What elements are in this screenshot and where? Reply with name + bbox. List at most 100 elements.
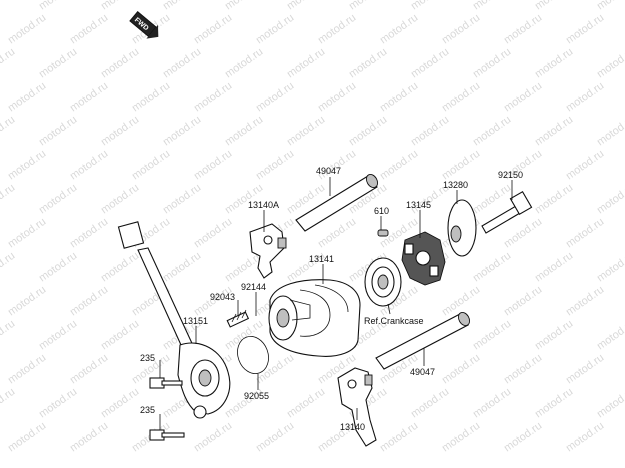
watermark-text: motod.ru: [68, 284, 110, 319]
watermark-text: motod.ru: [378, 420, 420, 455]
label-92150: 92150: [498, 170, 523, 180]
watermark-text: motod.ru: [502, 12, 544, 47]
shift-fork-13140a[interactable]: [249, 223, 287, 279]
label-92043: 92043: [210, 292, 235, 302]
shift-cam[interactable]: [401, 231, 446, 286]
shift-rod-top[interactable]: [295, 172, 380, 232]
plate-13280[interactable]: [447, 199, 477, 257]
watermark-text: motod.ru: [285, 114, 327, 149]
label-13141: 13141: [309, 254, 334, 264]
shift-fork-13140[interactable]: [337, 367, 377, 447]
watermark-text: motod.ru: [99, 114, 141, 149]
watermark-text: motod.ru: [192, 216, 234, 251]
watermark-text: motod.ru: [409, 0, 451, 12]
spring-pin[interactable]: [226, 309, 250, 328]
watermark-text: motod.ru: [223, 46, 265, 81]
watermark-text: motod.ru: [37, 318, 79, 353]
watermark-text: motod.ru: [37, 46, 79, 81]
watermark-text: motod.ru: [37, 0, 79, 12]
o-ring[interactable]: [232, 332, 273, 378]
watermark-text: motod.ru: [161, 182, 203, 217]
watermark-text: motod.ru: [533, 250, 575, 285]
watermark-text: motod.ru: [99, 250, 141, 285]
label-49047-top: 49047: [316, 166, 341, 176]
watermark-text: motod.ru: [0, 318, 17, 353]
watermark-text: motod.ru: [316, 80, 358, 115]
watermark-text: motod.ru: [595, 46, 625, 81]
bolt-235-a[interactable]: [149, 377, 183, 389]
watermark-text: motod.ru: [378, 12, 420, 47]
watermark-text: motod.ru: [285, 0, 327, 12]
watermark-text: motod.ru: [37, 114, 79, 149]
watermark-text: motod.ru: [99, 0, 141, 12]
watermark-text: motod.ru: [440, 148, 482, 183]
watermark-text: motod.ru: [0, 250, 17, 285]
watermark-text: motod.ru: [378, 80, 420, 115]
watermark-text: motod.ru: [99, 46, 141, 81]
watermark-text: motod.ru: [595, 0, 625, 12]
watermark-text: motod.ru: [409, 114, 451, 149]
watermark-text: motod.ru: [533, 182, 575, 217]
watermark-text: motod.ru: [99, 386, 141, 421]
watermark-text: motod.ru: [223, 114, 265, 149]
bolt-235-b[interactable]: [149, 429, 185, 441]
watermark-text: motod.ru: [254, 12, 296, 47]
bearing[interactable]: [364, 257, 402, 307]
label-235-b: 235: [140, 405, 155, 415]
watermark-text: motod.ru: [595, 182, 625, 217]
watermark-text: motod.ru: [285, 386, 327, 421]
bolt-92150[interactable]: [481, 190, 533, 234]
watermark-text: motod.ru: [502, 284, 544, 319]
watermark-text: motod.ru: [37, 182, 79, 217]
shift-shaft-assembly[interactable]: [117, 221, 231, 419]
watermark-text: motod.ru: [37, 250, 79, 285]
watermark-text: motod.ru: [347, 114, 389, 149]
watermark-text: motod.ru: [347, 0, 389, 12]
watermark-text: motod.ru: [471, 114, 513, 149]
watermark-text: motod.ru: [440, 80, 482, 115]
watermark-text: motod.ru: [595, 114, 625, 149]
label-49047-bottom: 49047: [410, 367, 435, 377]
label-ref-crankcase: Ref.Crankcase: [364, 316, 424, 326]
watermark-text: motod.ru: [161, 250, 203, 285]
watermark-text: motod.ru: [68, 352, 110, 387]
watermark-text: motod.ru: [595, 386, 625, 421]
watermark-text: motod.ru: [564, 216, 606, 251]
watermark-text: motod.ru: [6, 216, 48, 251]
watermark-text: motod.ru: [130, 148, 172, 183]
watermark-text: motod.ru: [502, 420, 544, 455]
watermark-text: motod.ru: [347, 46, 389, 81]
watermark-text: motod.ru: [502, 216, 544, 251]
watermark-text: motod.ru: [564, 284, 606, 319]
watermark-text: motod.ru: [502, 80, 544, 115]
watermark-text: motod.ru: [533, 386, 575, 421]
label-235-a: 235: [140, 353, 155, 363]
watermark-text: motod.ru: [533, 318, 575, 353]
watermark-text: motod.ru: [192, 420, 234, 455]
watermark-text: motod.ru: [471, 318, 513, 353]
label-92144: 92144: [241, 282, 266, 292]
watermark-text: motod.ru: [6, 148, 48, 183]
watermark-text: motod.ru: [192, 148, 234, 183]
watermark-text: motod.ru: [161, 0, 203, 12]
watermark-text: motod.ru: [254, 80, 296, 115]
watermark-text: motod.ru: [564, 80, 606, 115]
shift-drum[interactable]: [268, 279, 361, 357]
pin-610[interactable]: [377, 229, 389, 237]
label-13280: 13280: [443, 180, 468, 190]
label-610: 610: [374, 206, 389, 216]
shift-rod-bottom[interactable]: [375, 310, 472, 370]
watermark-text: motod.ru: [409, 386, 451, 421]
watermark-text: motod.ru: [564, 148, 606, 183]
watermark-text: motod.ru: [564, 12, 606, 47]
watermark-text: motod.ru: [99, 182, 141, 217]
watermark-text: motod.ru: [68, 80, 110, 115]
watermark-text: motod.ru: [192, 12, 234, 47]
watermark-text: motod.ru: [595, 250, 625, 285]
watermark-text: motod.ru: [440, 12, 482, 47]
watermark-text: motod.ru: [254, 352, 296, 387]
watermark-text: motod.ru: [161, 46, 203, 81]
watermark-text: motod.ru: [37, 386, 79, 421]
watermark-text: motod.ru: [6, 284, 48, 319]
